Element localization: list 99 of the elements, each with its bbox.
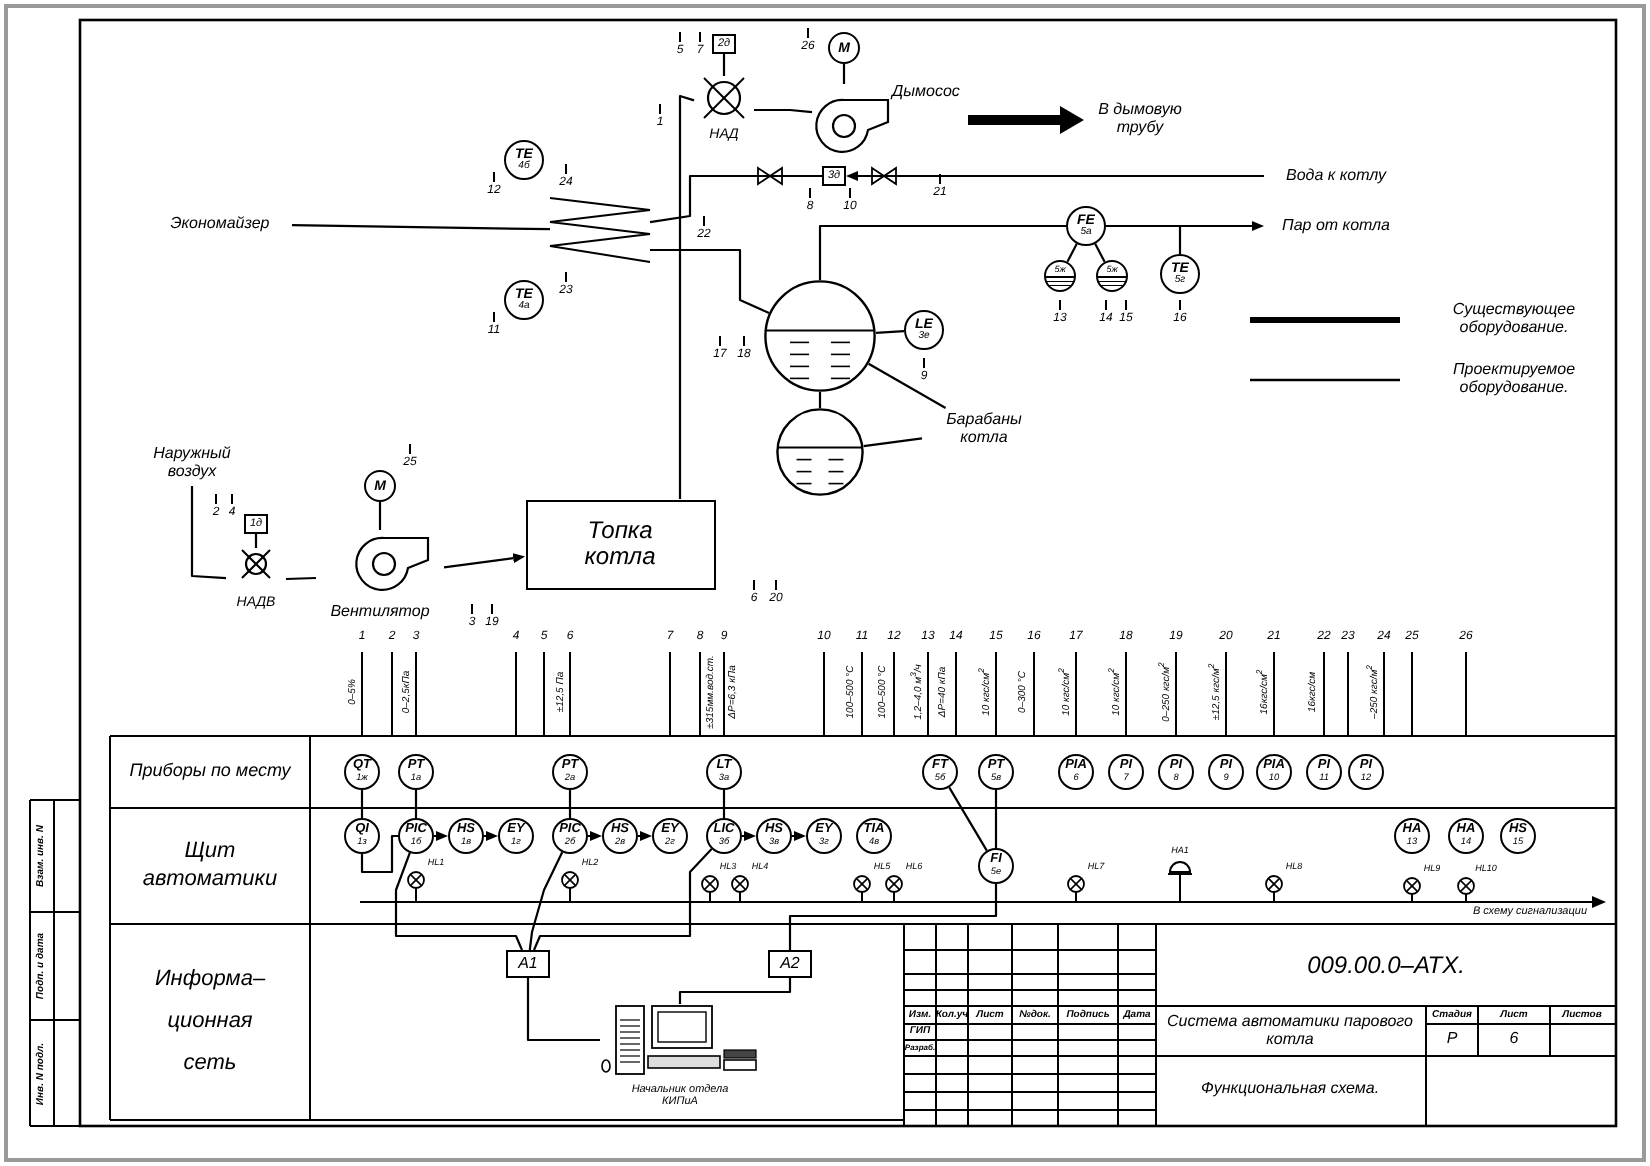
connector-line <box>533 848 713 951</box>
instrument-bubble <box>922 754 958 790</box>
boiler-drum <box>764 280 876 392</box>
arrow <box>968 108 1084 132</box>
instrument-bubble <box>344 754 380 790</box>
equipment-label: Экономайзер <box>148 212 292 236</box>
connector-line <box>678 978 792 1004</box>
connector-line <box>360 790 364 818</box>
connector-line <box>1106 224 1182 254</box>
instrument-bubble <box>856 818 892 854</box>
instrument-bubble <box>448 818 484 854</box>
leader-line <box>868 362 947 409</box>
connector-line <box>678 94 695 499</box>
instrument-bubble <box>1256 754 1292 790</box>
connector-line <box>378 502 382 530</box>
arrow <box>434 831 446 841</box>
fan-label: Вентилятор <box>330 604 430 622</box>
connector-line <box>1066 243 1078 263</box>
connector-line <box>994 790 998 848</box>
instrument-bubble <box>1500 818 1536 854</box>
legend-text: Существующее оборудование. <box>1450 302 1578 338</box>
arrow <box>792 831 804 841</box>
connector-line <box>360 834 398 874</box>
connector-line <box>414 790 418 818</box>
connector-line <box>394 852 523 951</box>
connector-line <box>649 174 822 224</box>
arrow <box>484 831 496 841</box>
drawing-code: 009.00.0–АТХ. <box>1307 952 1465 980</box>
arrow <box>588 831 600 841</box>
connector-line <box>842 64 846 84</box>
instrument-bubble <box>806 818 842 854</box>
arrow <box>443 553 524 569</box>
row-header: Щит автоматики <box>140 837 280 895</box>
furnace-box: Топка котла <box>525 499 715 589</box>
economizer-coil <box>550 196 650 264</box>
legend-text: Проектируемое оборудование. <box>1450 362 1578 398</box>
sensor-bubble <box>504 280 544 320</box>
flow-label: Вода к котлу <box>1264 164 1408 188</box>
instrument-bubble <box>706 818 742 854</box>
connector-line <box>526 978 600 1042</box>
instrument-bubble <box>344 818 380 854</box>
connector-line <box>788 884 998 950</box>
drawing-subtitle: Функциональная схема. <box>1198 1081 1382 1099</box>
connector-line <box>568 790 572 818</box>
table-cell: 6 <box>1509 1031 1519 1049</box>
instrument-bubble <box>1448 818 1484 854</box>
connector-line <box>948 786 988 852</box>
connector-line <box>650 248 770 314</box>
instrument-bubble <box>1208 754 1244 790</box>
instrument-bubble <box>706 754 742 790</box>
sensor-bubble <box>504 140 544 180</box>
leader-line <box>292 224 550 231</box>
sensor-bubble <box>1066 206 1106 246</box>
connector-line <box>1094 243 1106 263</box>
sensor-bubble <box>904 310 944 350</box>
instrument-bubble <box>1348 754 1384 790</box>
row-header: Приборы по месту <box>127 762 293 782</box>
instrument-bubble <box>978 848 1014 884</box>
instrument-bubble <box>398 754 434 790</box>
connector-line <box>190 486 227 580</box>
arrow <box>742 831 754 841</box>
connector-line <box>285 576 317 581</box>
leader-line <box>863 437 923 448</box>
connector-line <box>818 224 1066 280</box>
instrument-bubble <box>398 818 434 854</box>
connector-line <box>722 790 726 818</box>
instrument-bubble <box>1058 754 1094 790</box>
arrow <box>848 171 1264 181</box>
instrument-bubble <box>552 754 588 790</box>
connector-line <box>254 534 258 548</box>
flow-label: Наружный воздух <box>138 442 246 486</box>
fan-label: Дымосос <box>892 84 960 102</box>
instrument-bubble <box>978 754 1014 790</box>
instrument-bubble <box>756 818 792 854</box>
instrument-bubble <box>652 818 688 854</box>
instrument-bubble <box>1108 754 1144 790</box>
boiler-drum <box>776 408 864 496</box>
drawing-title: Система автоматики парового котла <box>1165 1014 1415 1050</box>
flow-label: В дымовую трубу <box>1084 96 1196 144</box>
instrument-bubble <box>1394 818 1430 854</box>
connector-line <box>722 54 726 76</box>
sensor-bubble <box>1160 254 1200 294</box>
block-box: A1 <box>506 950 550 978</box>
arrow <box>638 831 650 841</box>
computer-drawing <box>600 1004 760 1076</box>
table-cell: Р <box>1446 1031 1458 1049</box>
connector-line <box>875 330 905 334</box>
instrument-bubble <box>552 818 588 854</box>
connector-line <box>528 851 564 951</box>
instrument-bubble <box>1158 754 1194 790</box>
equipment-label: Барабаны котла <box>922 408 1046 452</box>
instrument-bubble <box>602 818 638 854</box>
block-box: A2 <box>768 950 812 978</box>
flow-label: Пар от котла <box>1264 214 1408 238</box>
instrument-bubble <box>1306 754 1342 790</box>
instrument-bubble <box>498 818 534 854</box>
connector-line <box>754 108 813 114</box>
row-header: Информа– ционная сеть <box>152 965 268 1079</box>
connector-line <box>818 392 822 408</box>
